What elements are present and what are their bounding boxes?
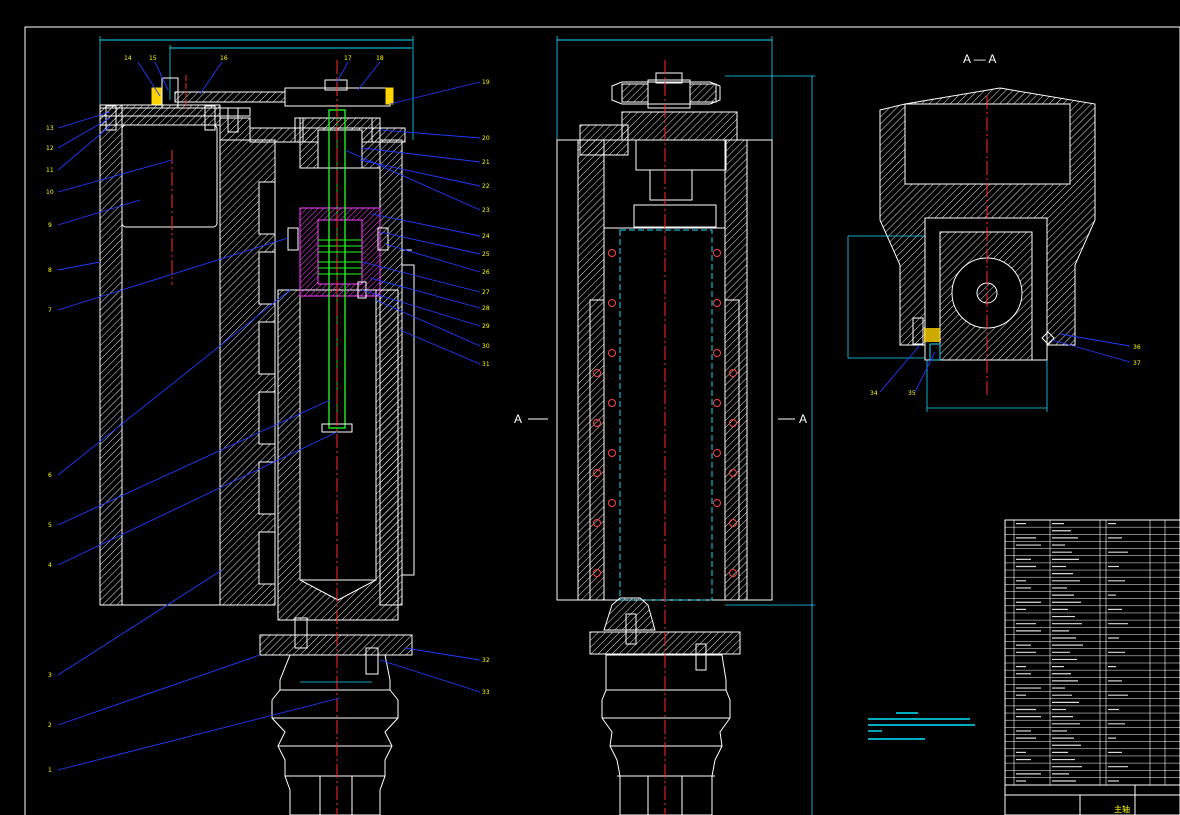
title-block: 主轴 bbox=[1004, 519, 1180, 815]
section-view-aa: A — A 36 37 34 35 bbox=[847, 52, 1141, 412]
callout-30: 30 bbox=[482, 343, 490, 350]
callout-27: 27 bbox=[482, 289, 490, 296]
section-markers: A A bbox=[514, 412, 807, 426]
main-callouts: 14 15 16 13 12 11 10 9 8 7 6 5 4 3 2 1 1… bbox=[46, 55, 490, 774]
callout-12: 12 bbox=[46, 145, 54, 152]
callout-31: 31 bbox=[482, 361, 490, 368]
callout-33: 33 bbox=[482, 689, 490, 696]
callout-3: 3 bbox=[48, 672, 52, 679]
callout-26: 26 bbox=[482, 269, 490, 276]
callout-2: 2 bbox=[48, 722, 52, 729]
leader-lines bbox=[57, 61, 481, 771]
callout-37: 37 bbox=[1133, 360, 1141, 367]
callout-18: 18 bbox=[376, 55, 384, 62]
callout-19: 19 bbox=[482, 79, 490, 86]
section-marker-right: A bbox=[799, 412, 807, 426]
callout-17: 17 bbox=[344, 55, 352, 62]
callout-7: 7 bbox=[48, 307, 52, 314]
callout-16: 16 bbox=[220, 55, 228, 62]
callout-32: 32 bbox=[482, 657, 490, 664]
callout-21: 21 bbox=[482, 159, 490, 166]
callout-28: 28 bbox=[482, 305, 490, 312]
callout-13: 13 bbox=[46, 125, 54, 132]
callout-29: 29 bbox=[482, 323, 490, 330]
callout-11: 11 bbox=[46, 167, 54, 174]
callout-6: 6 bbox=[48, 472, 52, 479]
callout-23: 23 bbox=[482, 207, 490, 214]
callout-9: 9 bbox=[48, 222, 52, 229]
section-marker-left: A bbox=[514, 412, 522, 426]
callout-24: 24 bbox=[482, 233, 490, 240]
section-title: A — A bbox=[963, 52, 996, 66]
drawing-border bbox=[24, 26, 1180, 815]
technical-notes bbox=[868, 712, 975, 740]
callout-5: 5 bbox=[48, 522, 52, 529]
callout-14: 14 bbox=[124, 55, 132, 62]
title-block-title: 主轴 bbox=[1114, 804, 1130, 814]
callout-10: 10 bbox=[46, 189, 54, 196]
callout-8: 8 bbox=[48, 267, 52, 274]
callout-4: 4 bbox=[48, 562, 52, 569]
side-view bbox=[556, 36, 815, 815]
callout-35: 35 bbox=[908, 390, 916, 397]
callout-15: 15 bbox=[149, 55, 157, 62]
main-view bbox=[99, 36, 415, 815]
callout-25: 25 bbox=[482, 251, 490, 258]
callout-34: 34 bbox=[870, 390, 878, 397]
callout-20: 20 bbox=[482, 135, 490, 142]
callout-22: 22 bbox=[482, 183, 490, 190]
callout-1: 1 bbox=[48, 767, 52, 774]
callout-36: 36 bbox=[1133, 344, 1141, 351]
